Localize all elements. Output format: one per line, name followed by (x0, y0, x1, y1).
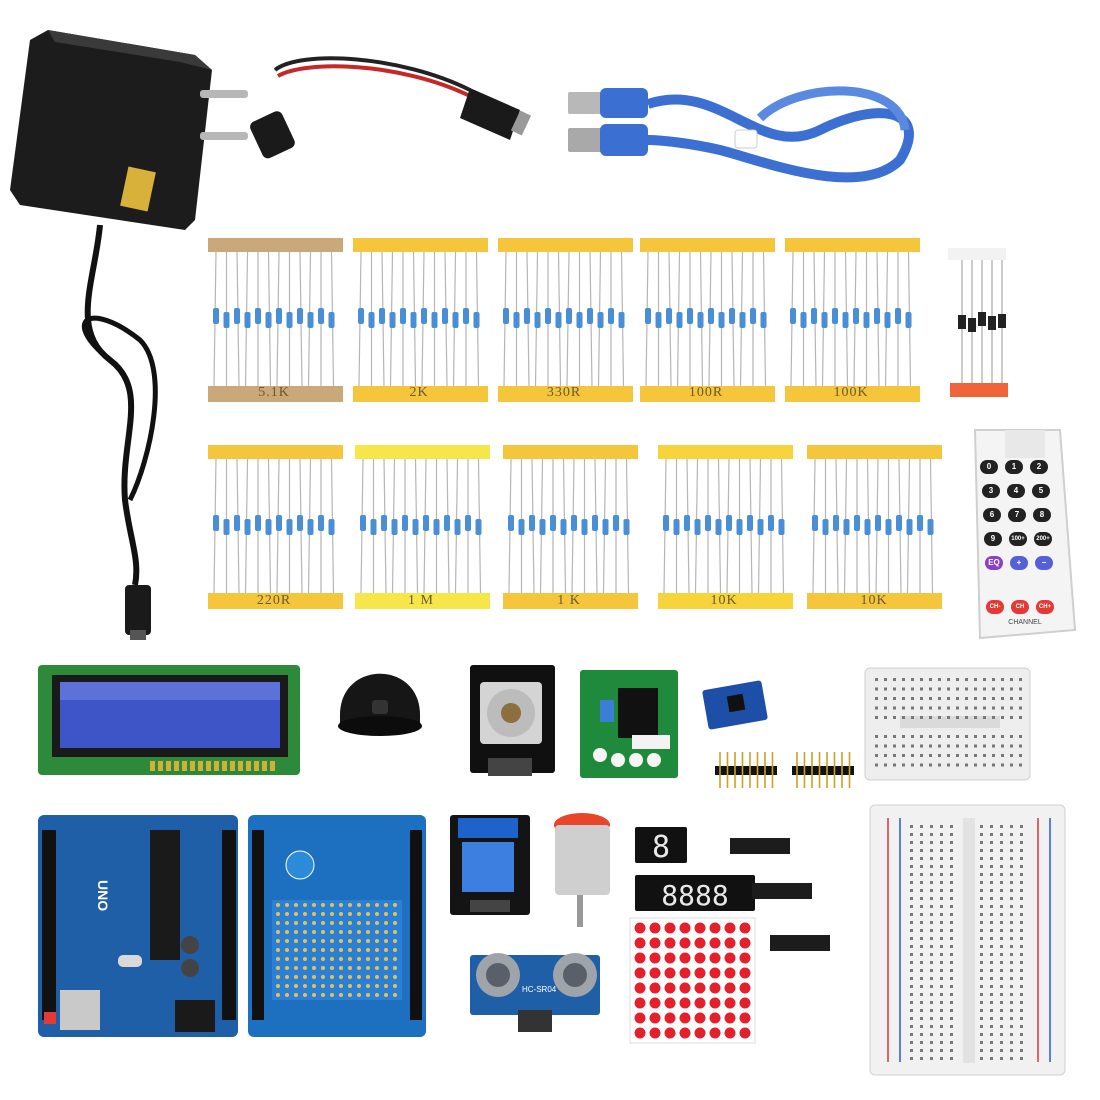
resistor-label-0: 5.1K (258, 385, 290, 400)
remote-key-8: 8 (1033, 508, 1051, 522)
resistor-label-5: 220R (256, 593, 292, 608)
mini-breadboard (864, 667, 1031, 781)
remote-channel-label: CHANNEL (1008, 619, 1042, 626)
remote-key-ch: CH (1011, 600, 1029, 614)
proto-shield (248, 815, 426, 1037)
remote-key-ch-minus: CH- (986, 600, 1004, 614)
lcd-module (38, 665, 300, 775)
remote-key-1: 1 (1005, 460, 1023, 474)
sensor-label-text: HC-SR04 (522, 985, 557, 994)
resistor-label-6: 1 M (408, 593, 434, 608)
resistor-strip-1 (353, 238, 488, 402)
resistor-strip-9 (807, 445, 942, 609)
remote-key-minus: − (1035, 556, 1053, 570)
resistor-strip-6 (355, 445, 490, 609)
pin-headers (715, 752, 854, 788)
joystick-cap (338, 673, 422, 736)
diode-strip (948, 248, 1008, 397)
resistor-strip-5 (208, 445, 343, 609)
usb-cable (568, 86, 914, 183)
uno-board (38, 815, 238, 1037)
resistor-label-9: 10K (860, 593, 888, 608)
resistor-label-4: 100K (833, 385, 869, 400)
resistor-label-7: 1 K (557, 593, 581, 608)
resistor-strips (208, 238, 942, 609)
resistor-strip-7 (503, 445, 638, 609)
gyro-breakout (702, 680, 768, 730)
remote-key-ch-plus: CH+ (1036, 600, 1054, 614)
svg-text:8888: 8888 (661, 879, 728, 912)
remote-key-eq: EQ (985, 556, 1003, 570)
resistor-strip-8 (658, 445, 793, 609)
remote-key-6: 6 (983, 508, 1001, 522)
remote-key-2: 2 (1030, 460, 1048, 474)
resistor-strip-3 (640, 238, 775, 402)
dc-barrel-plug (125, 585, 151, 635)
led-matrix (629, 917, 756, 1044)
resistor-strip-2 (498, 238, 633, 402)
resistor-label-3: 100R (688, 385, 724, 400)
resistor-strip-0 (208, 238, 343, 402)
remote-key-4: 4 (1007, 484, 1025, 498)
remote-key-7: 7 (1008, 508, 1026, 522)
resistor-label-2: 330R (546, 385, 582, 400)
dc-motor (554, 813, 610, 927)
remote-key-5: 5 (1032, 484, 1050, 498)
battery-clip (250, 56, 532, 159)
resistor-label-8: 10K (710, 593, 738, 608)
remote-key-3: 3 (982, 484, 1000, 498)
seven-segment-single: 8 (635, 827, 687, 865)
remote-key-100: 100+ (1009, 532, 1027, 546)
large-breadboard (869, 804, 1066, 1076)
joystick-module (470, 665, 555, 776)
seven-segment-quad: 8888 (635, 875, 755, 912)
resistor-strip-4 (785, 238, 920, 402)
svg-text:8: 8 (652, 830, 670, 865)
ultrasonic-sensor (470, 953, 600, 1032)
uno-logo-text: UNO (95, 880, 111, 911)
remote-key-0: 0 (980, 460, 998, 474)
resistor-label-1: 2K (409, 385, 429, 400)
remote-key-plus: + (1010, 556, 1028, 570)
stepper-driver-board (580, 670, 678, 778)
remote-key-200: 200+ (1034, 532, 1052, 546)
relay-module (450, 815, 530, 915)
power-adapter (10, 30, 248, 230)
remote-key-9: 9 (984, 532, 1002, 546)
ic-chips (730, 838, 830, 951)
